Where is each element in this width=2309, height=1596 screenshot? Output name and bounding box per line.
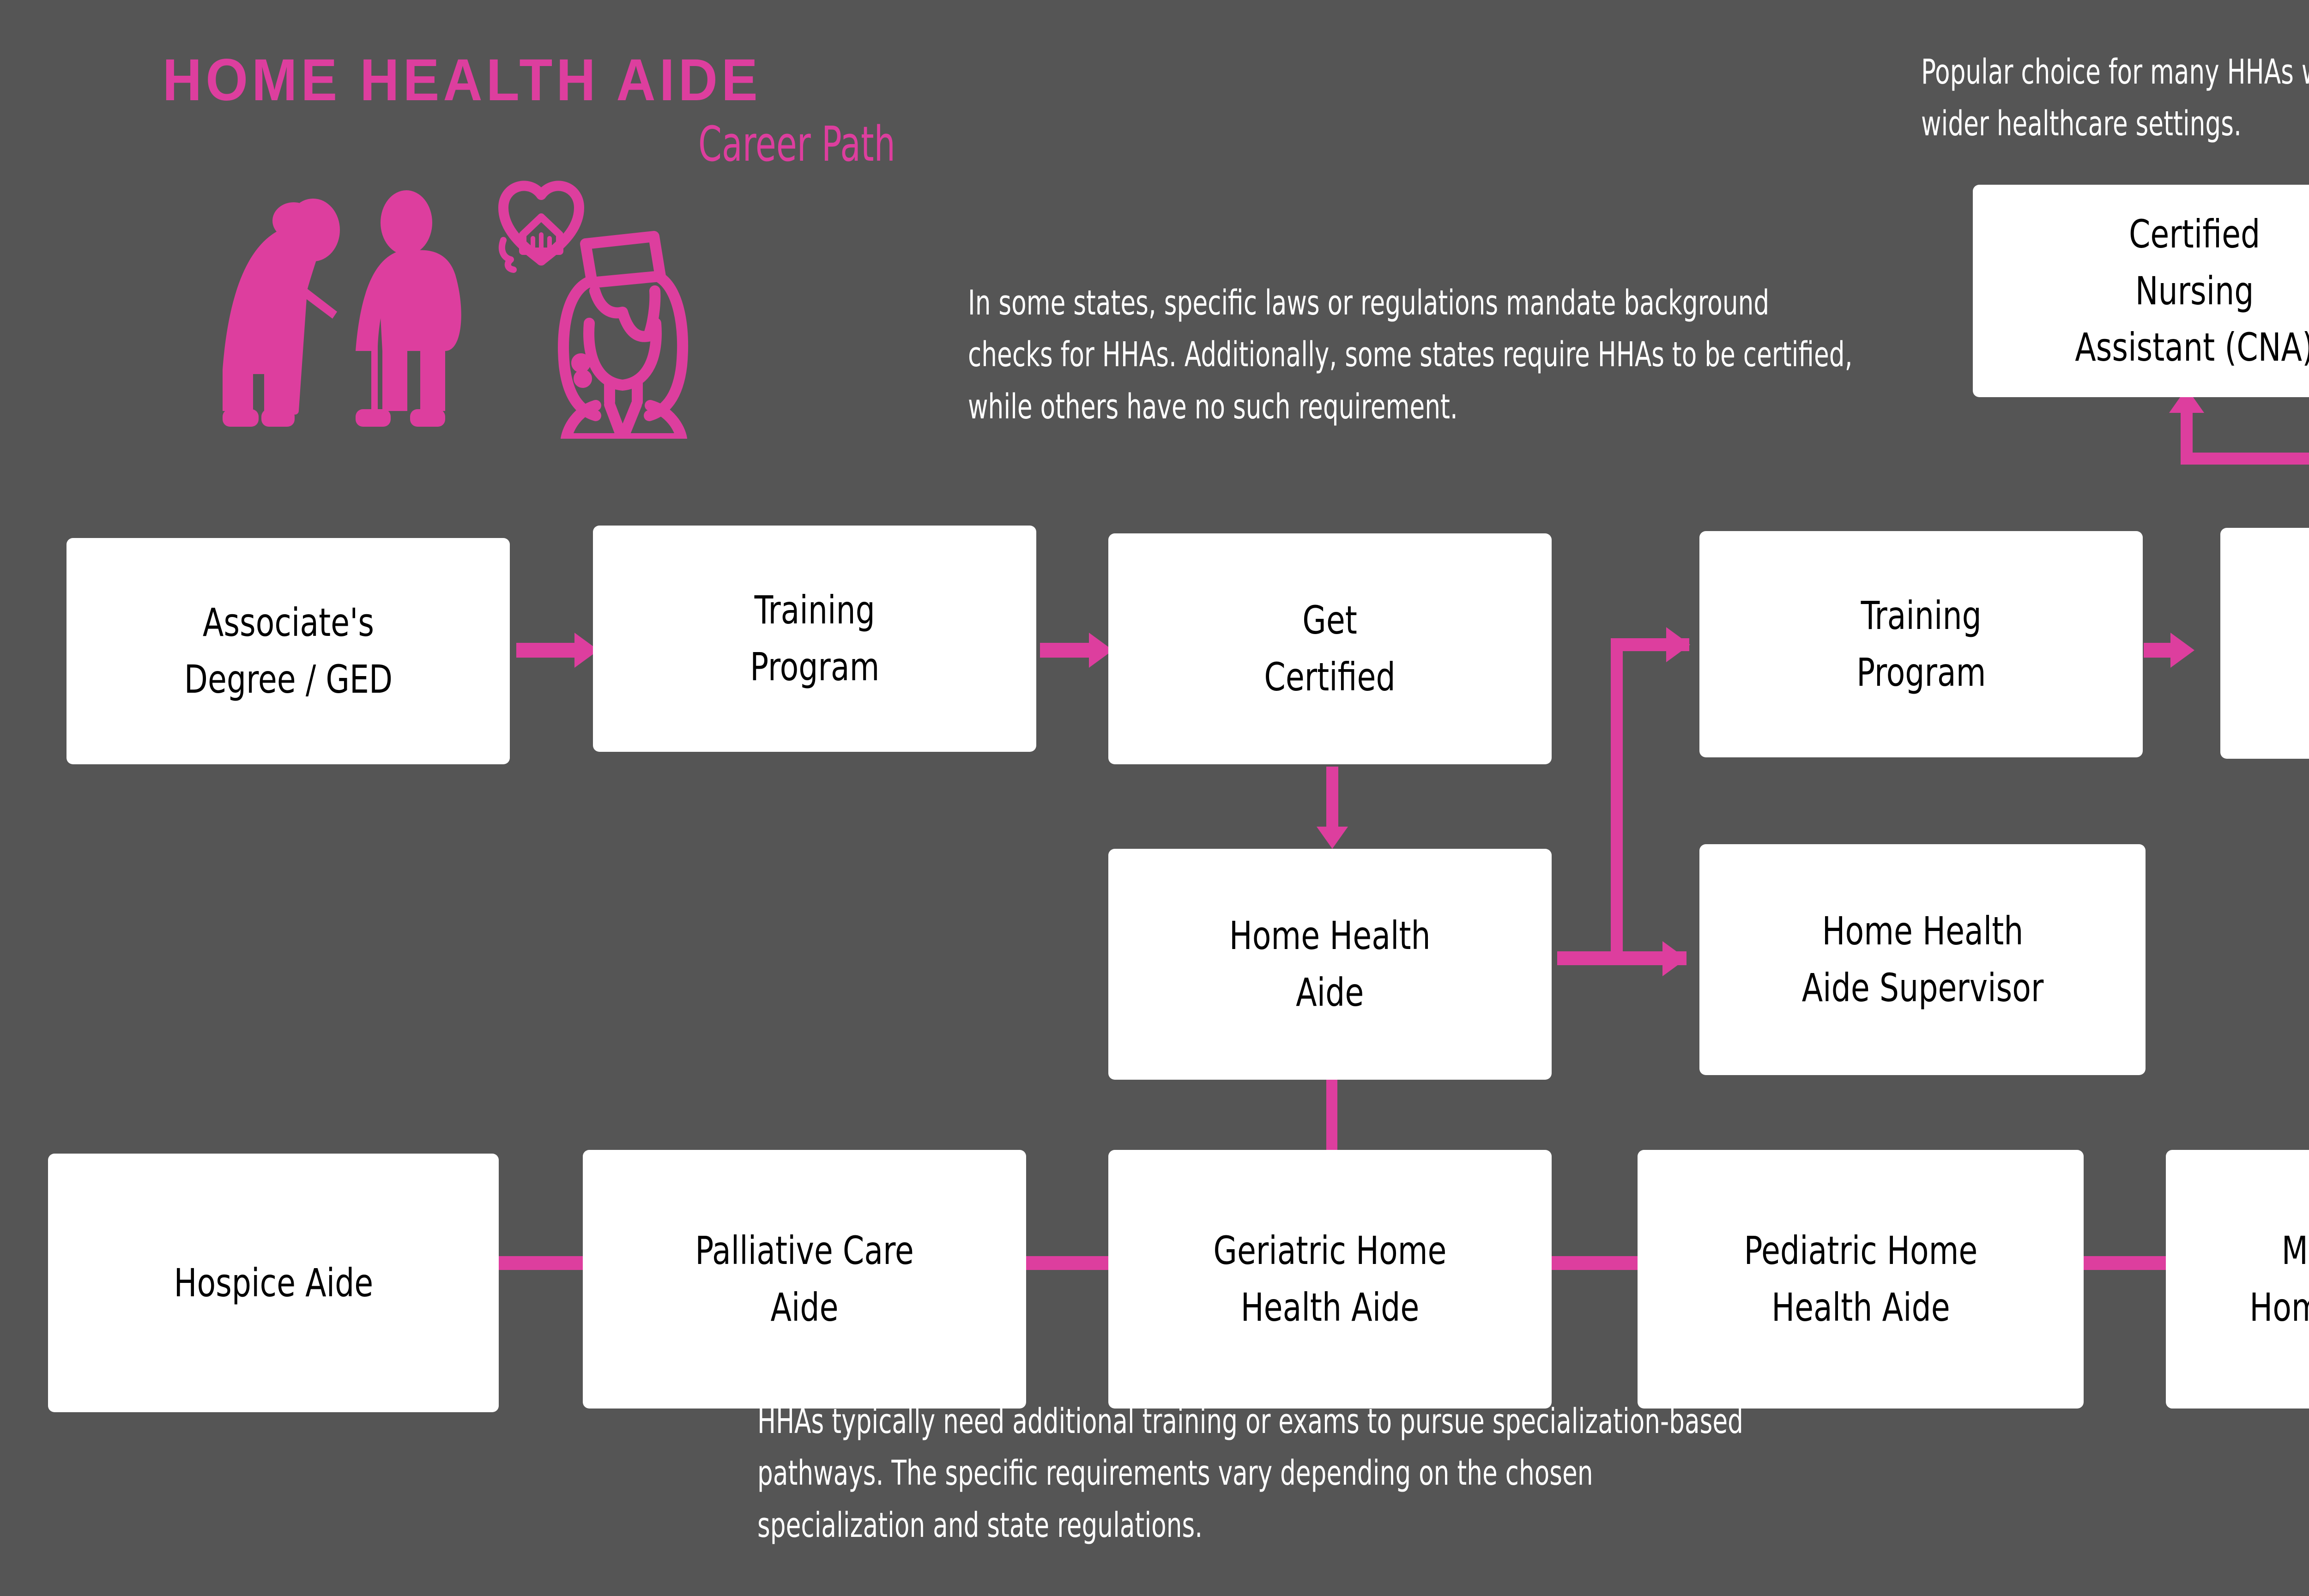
node-training-program-1[interactable]: Training Program <box>593 526 1036 752</box>
node-get-certified[interactable]: Get Certified <box>1108 533 1552 764</box>
node-hospice-aide[interactable]: Hospice Aide <box>48 1154 499 1412</box>
node-home-health-aide-label: Home Health Aide <box>1229 913 1431 1015</box>
node-cna[interactable]: Certified Nursing Assistant (CNA) <box>1973 185 2309 397</box>
connector-hha-geriatric <box>1326 1076 1337 1159</box>
node-palliative-care-aide-label: Palliative Care Aide <box>695 1228 914 1330</box>
connector-assoc-train1 <box>516 643 576 658</box>
node-home-health-aide-supervisor-label: Home Health Aide Supervisor <box>1801 908 2043 1010</box>
connector-branch-cna <box>2181 406 2193 454</box>
node-home-health-aide-supervisor[interactable]: Home Health Aide Supervisor <box>1699 844 2146 1075</box>
page-subtitle: Career Path <box>698 116 895 172</box>
node-hospice-aide-label: Hospice Aide <box>174 1260 373 1306</box>
note-top-right: Popular choice for many HHAs who seek to… <box>1921 52 2309 144</box>
node-pediatric-home-health-aide[interactable]: Pediatric Home Health Aide <box>1638 1150 2084 1409</box>
node-home-health-aide[interactable]: Home Health Aide <box>1108 849 1552 1080</box>
node-training-program-2-label: Training Program <box>1856 593 1986 695</box>
connector-hospice-palliative <box>499 1256 585 1270</box>
node-mental-health-home-health-aide-label: Mental Health Home Health Aide <box>2249 1228 2309 1330</box>
node-palliative-care-aide[interactable]: Palliative Care Aide <box>583 1150 1026 1409</box>
connector-certified-hha <box>1326 767 1338 836</box>
arrowhead-hha-hhasup <box>1662 941 1686 976</box>
node-geriatric-home-health-aide-label: Geriatric Home Health Aide <box>1213 1228 1447 1330</box>
node-geriatric-home-health-aide[interactable]: Geriatric Home Health Aide <box>1108 1150 1552 1409</box>
node-training-program-2[interactable]: Training Program <box>1699 531 2143 757</box>
connector-competency-bar <box>2181 453 2309 465</box>
connector-pediatric-mental <box>2082 1256 2168 1270</box>
node-associates-degree-label: Associate's Degree / GED <box>184 600 393 702</box>
node-cna-label: Certified Nursing Assistant (CNA) <box>2075 212 2309 370</box>
node-competency-exam[interactable]: Competency Exam <box>2220 528 2309 759</box>
connector-palliative-geriatric <box>1024 1256 1112 1270</box>
node-training-program-1-label: Training Program <box>750 587 880 689</box>
page-title: HOME HEALTH AIDE <box>163 47 762 113</box>
node-get-certified-label: Get Certified <box>1264 598 1396 700</box>
connector-geriatric-pediatric <box>1552 1256 1639 1270</box>
arrowhead-elbow-train2 <box>1666 627 1690 662</box>
node-associates-degree[interactable]: Associate's Degree / GED <box>66 538 510 764</box>
arrowhead-train2-competency <box>2170 633 2194 668</box>
home-health-aide-illustration <box>223 181 689 439</box>
arrowhead-certified-hha <box>1317 827 1348 849</box>
note-bottom: HHAs typically need additional training … <box>757 1402 1743 1545</box>
connector-riser-train2 <box>1611 638 1623 961</box>
note-middle: In some states, specific laws or regulat… <box>968 283 1853 427</box>
node-pediatric-home-health-aide-label: Pediatric Home Health Aide <box>1744 1228 1977 1330</box>
connector-train1-certified <box>1040 643 1091 658</box>
node-mental-health-home-health-aide[interactable]: Mental Health Home Health Aide <box>2166 1150 2309 1409</box>
